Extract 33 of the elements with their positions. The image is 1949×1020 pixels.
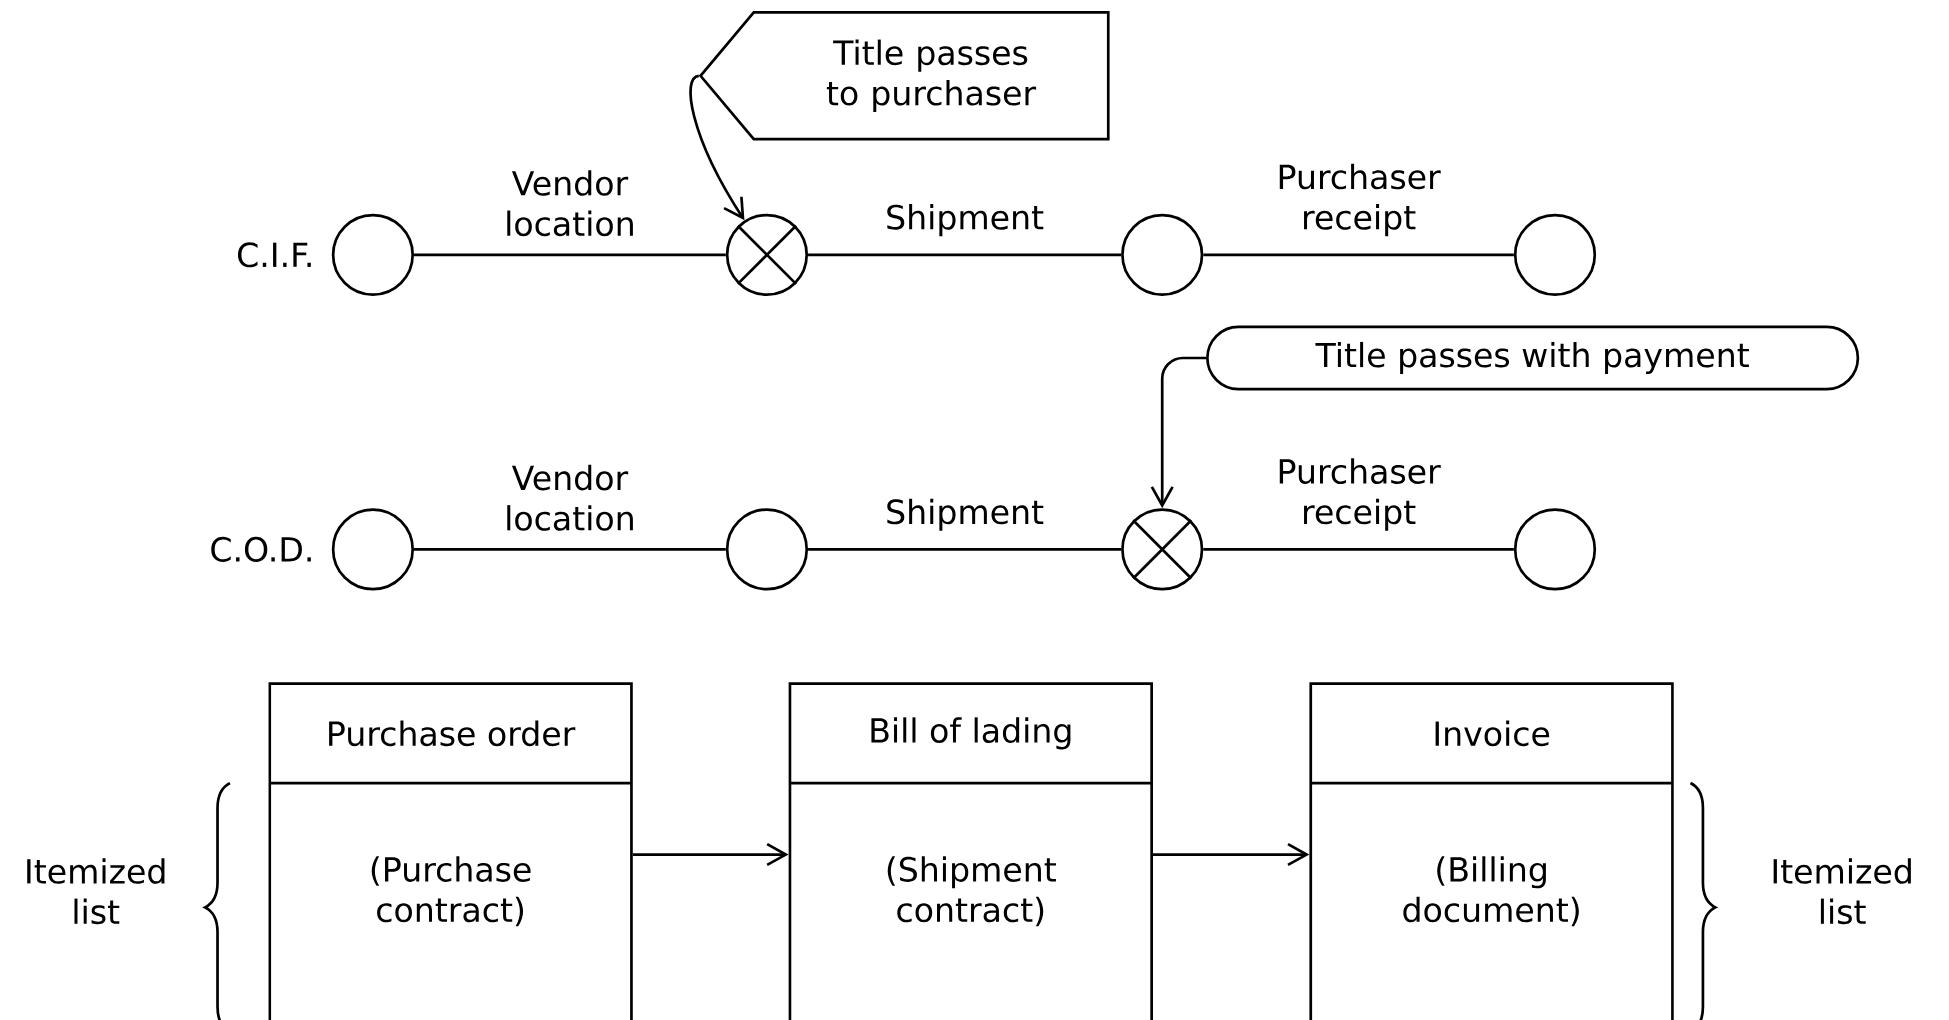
callout-box: Title passes to purchaser: [698, 10, 1110, 141]
circle: [1513, 508, 1597, 591]
edge-label: Shipment: [887, 498, 1044, 531]
row-label: C.I.F.: [238, 242, 311, 268]
callout-box: Title passes with payment: [1206, 325, 1860, 391]
arrow: [1153, 842, 1310, 866]
leader-arrow: [1150, 356, 1207, 509]
document-box: Purchase order (Purchase contract): [268, 682, 633, 1020]
arrow: [632, 842, 789, 866]
circle: [331, 508, 415, 591]
side-label: Itemized list: [1773, 857, 1911, 924]
document-box: Bill of lading (Shipment contract): [788, 682, 1153, 1020]
edge-label: Purchaser receipt: [1279, 163, 1441, 236]
leader-arrow: [689, 74, 745, 221]
edge-label: Vendor location: [507, 464, 633, 531]
connector-line: [1203, 547, 1514, 551]
circle: [331, 213, 415, 296]
connector-line: [808, 253, 1122, 256]
connector-line: [414, 253, 726, 256]
side-label: Itemized list: [27, 857, 165, 924]
edge-label: Purchaser receipt: [1279, 458, 1441, 531]
crossed-circle: [725, 213, 809, 296]
connector-line: [808, 547, 1122, 551]
crossed-circle: [1121, 508, 1204, 591]
circle: [725, 508, 809, 591]
edge-label: Vendor location: [507, 169, 633, 236]
edge-label: Shipment: [887, 203, 1044, 236]
circle: [1121, 213, 1204, 296]
document-box: Invoice (Billing document): [1309, 682, 1674, 1020]
connector-line: [1203, 253, 1514, 256]
row-label: C.O.D.: [211, 536, 311, 562]
circle: [1513, 213, 1597, 296]
connector-line: [414, 547, 726, 551]
